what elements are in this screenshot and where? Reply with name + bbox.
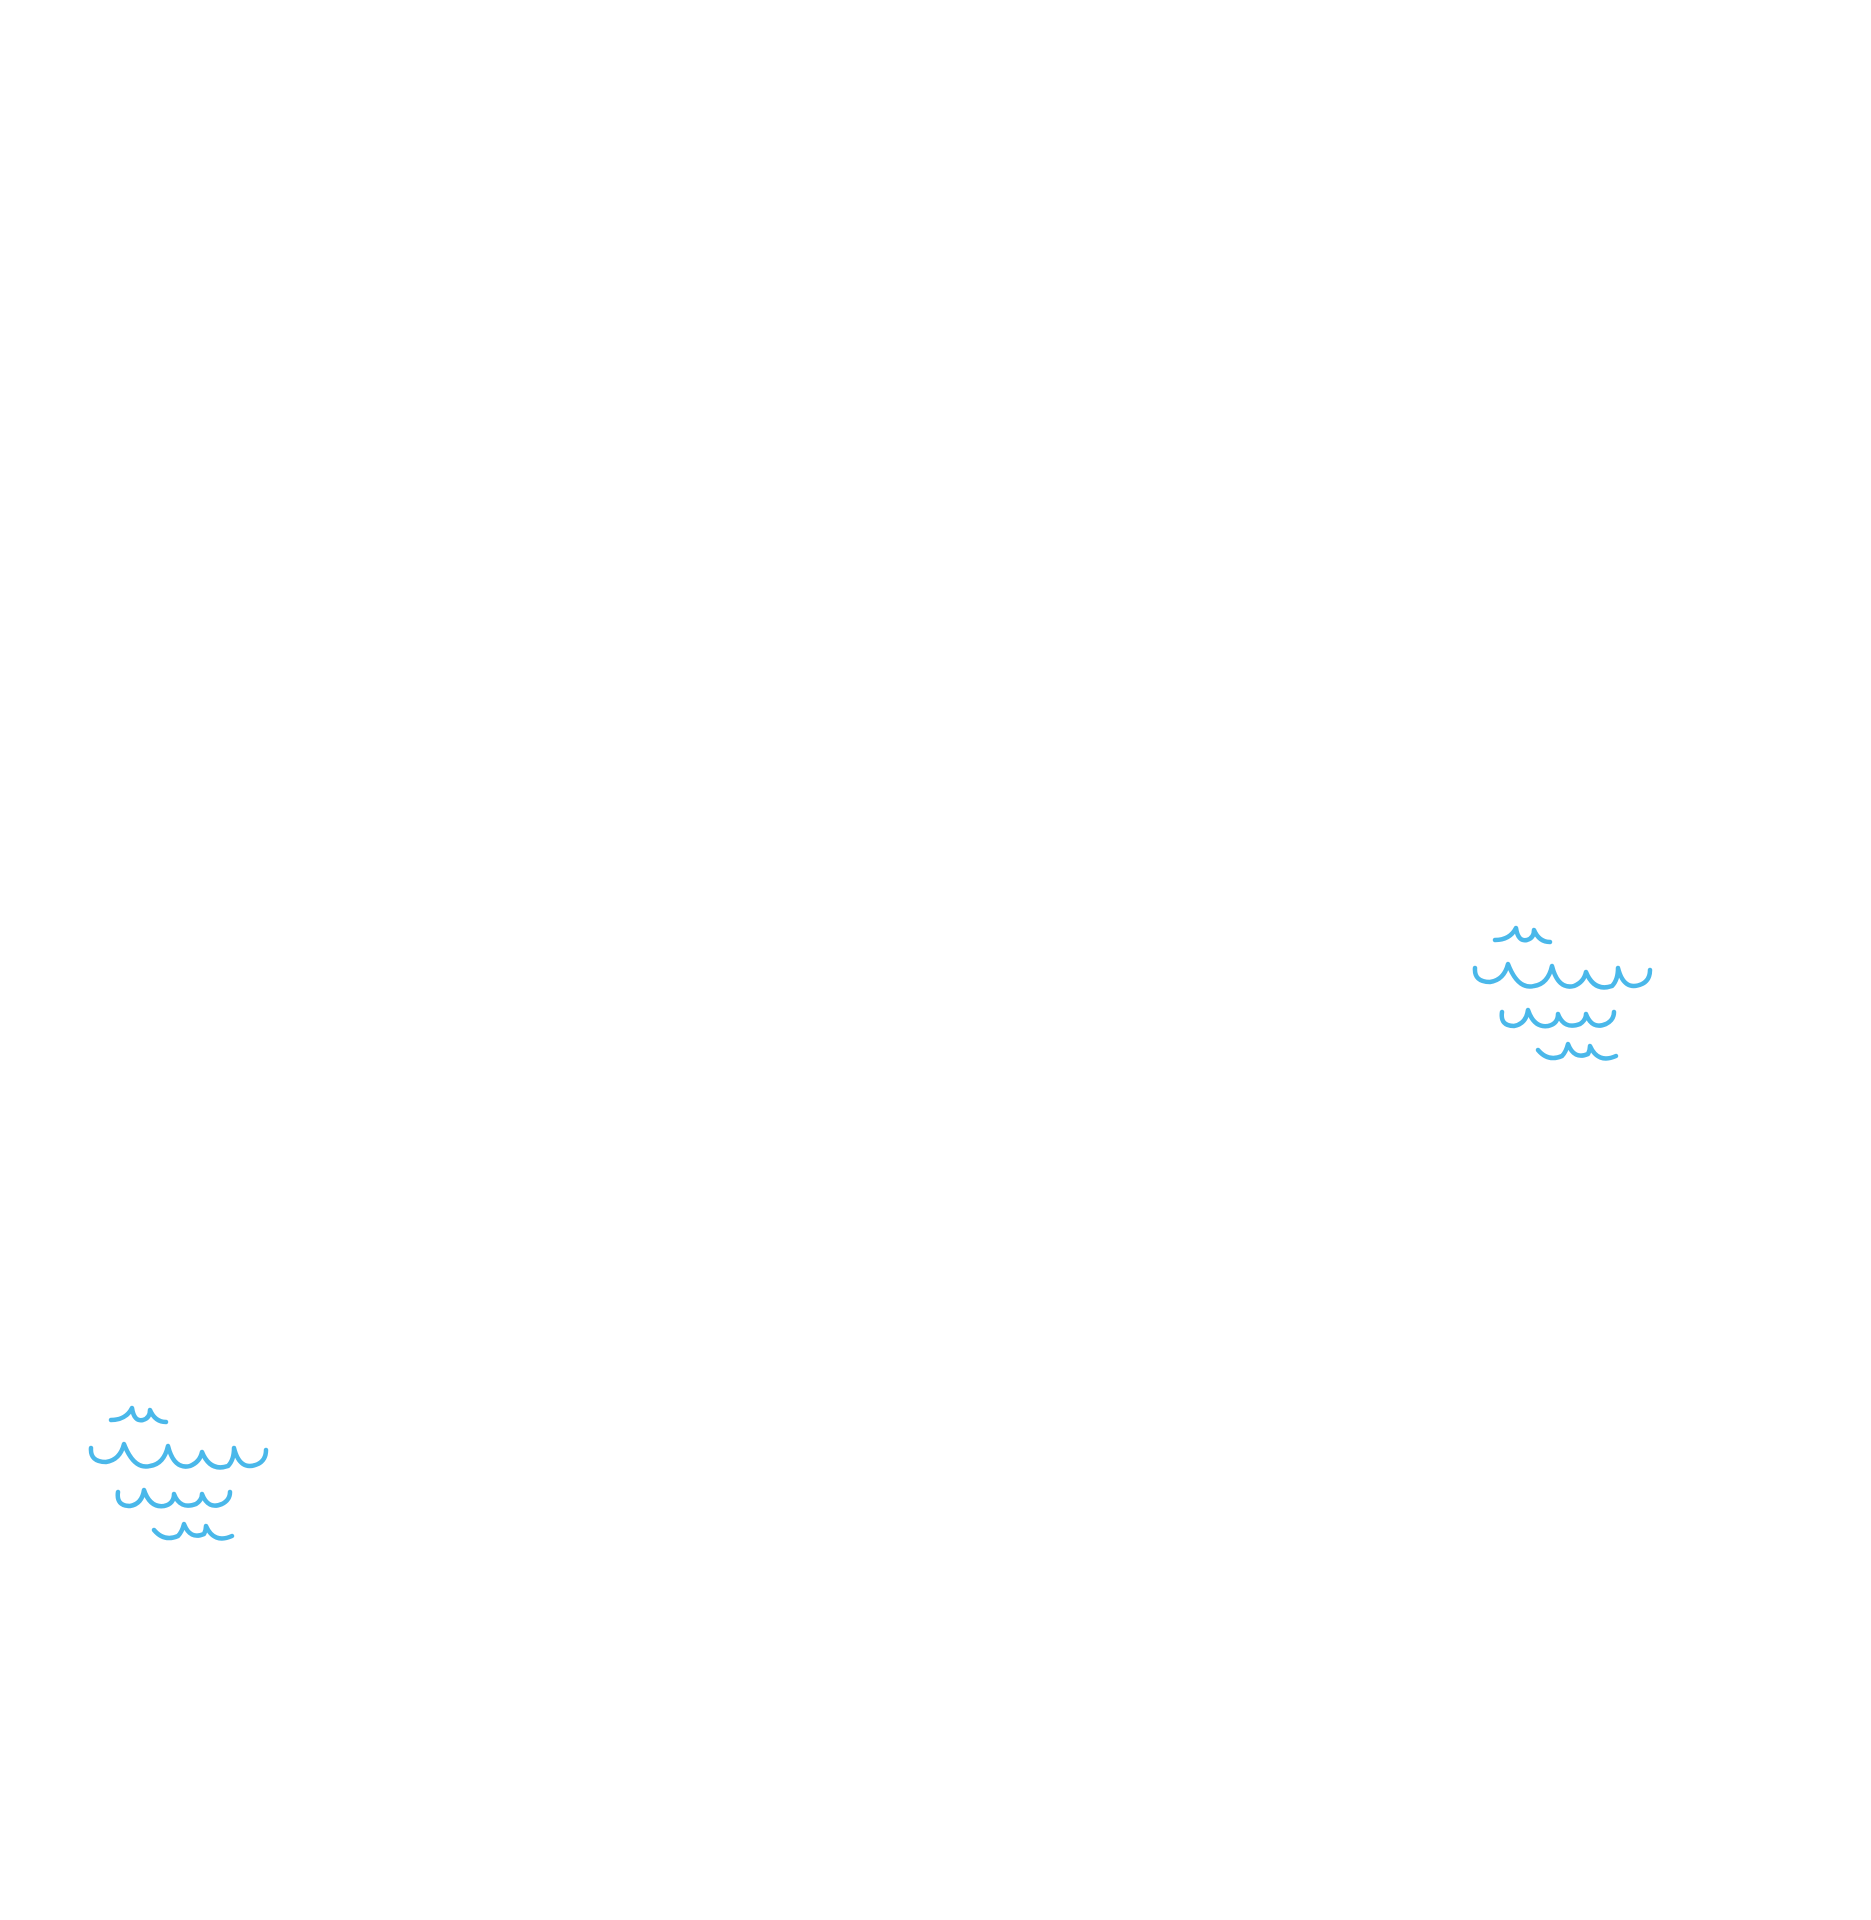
water-waves-icon bbox=[1472, 920, 1682, 1070]
water-waves-graphic bbox=[1472, 925, 1653, 1061]
wave-stroke bbox=[1492, 925, 1553, 945]
wave-stroke bbox=[1499, 1007, 1617, 1029]
wave-stroke bbox=[151, 1521, 235, 1541]
wave-stroke bbox=[108, 1405, 169, 1425]
water-waves-graphic bbox=[88, 1405, 269, 1541]
water-waves-icon bbox=[88, 1400, 298, 1550]
wave-stroke bbox=[115, 1487, 233, 1509]
wave-stroke bbox=[88, 1441, 269, 1470]
wave-stroke bbox=[1535, 1041, 1619, 1061]
wave-stroke bbox=[1472, 961, 1653, 990]
